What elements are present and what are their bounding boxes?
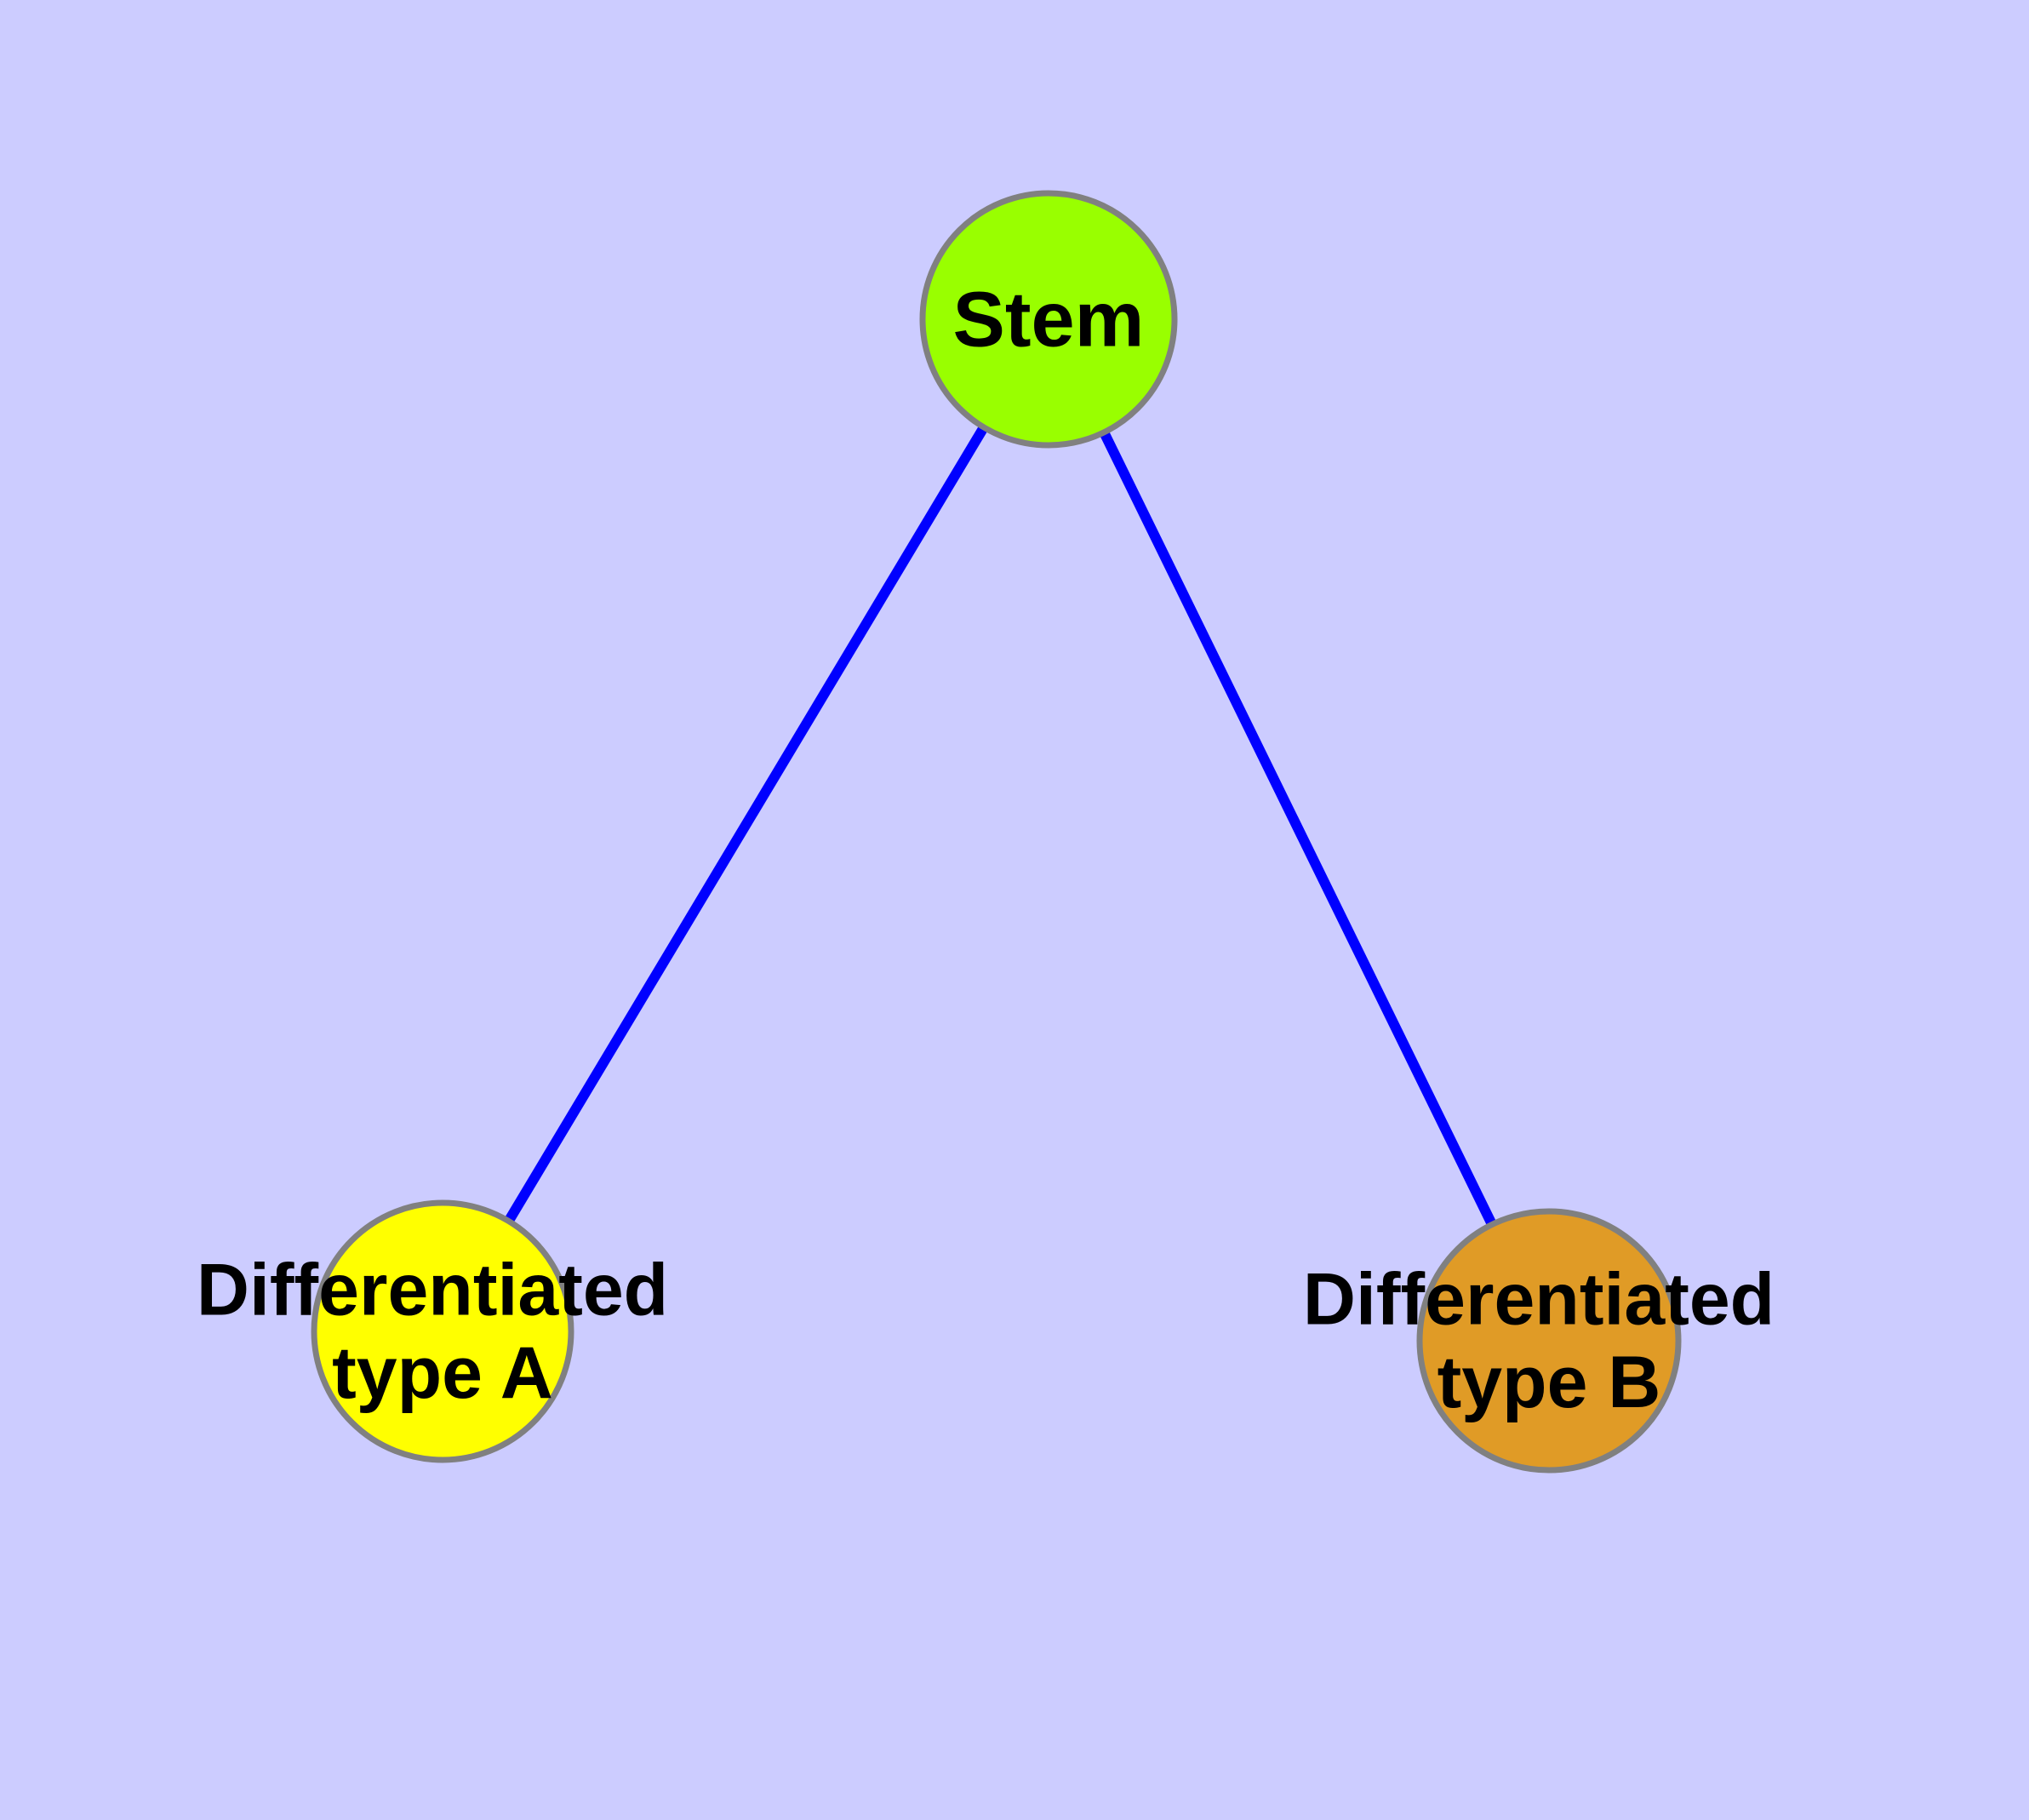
node-type-b-label: Differentiated type B xyxy=(1303,1259,1795,1423)
node-stem-label: Stem xyxy=(953,276,1145,363)
node-type-b-label-line-2: type B xyxy=(1437,1342,1661,1423)
node-type-a-circle[interactable] xyxy=(311,1199,574,1463)
node-type-a-label: Differentiated type A xyxy=(197,1250,689,1414)
edge-layer xyxy=(502,421,1499,1230)
node-type-a-label-line-1: Differentiated xyxy=(197,1250,668,1331)
node-stem[interactable] xyxy=(919,190,1178,449)
node-layer xyxy=(311,190,1682,1474)
edge-stem-to-type-b[interactable] xyxy=(1097,426,1499,1230)
node-stem-circle[interactable] xyxy=(919,190,1178,449)
node-stem-label-line-1: Stem xyxy=(953,276,1145,363)
label-layer: Stem Differentiated type A Differentiate… xyxy=(197,276,1795,1423)
node-type-b-label-line-1: Differentiated xyxy=(1303,1259,1775,1341)
edge-stem-to-type-a[interactable] xyxy=(502,421,991,1227)
node-type-a-label-line-2: type A xyxy=(332,1332,553,1414)
node-differentiated-type-a[interactable] xyxy=(311,1199,574,1463)
node-type-b-circle[interactable] xyxy=(1416,1208,1682,1474)
node-differentiated-type-b[interactable] xyxy=(1416,1208,1682,1474)
